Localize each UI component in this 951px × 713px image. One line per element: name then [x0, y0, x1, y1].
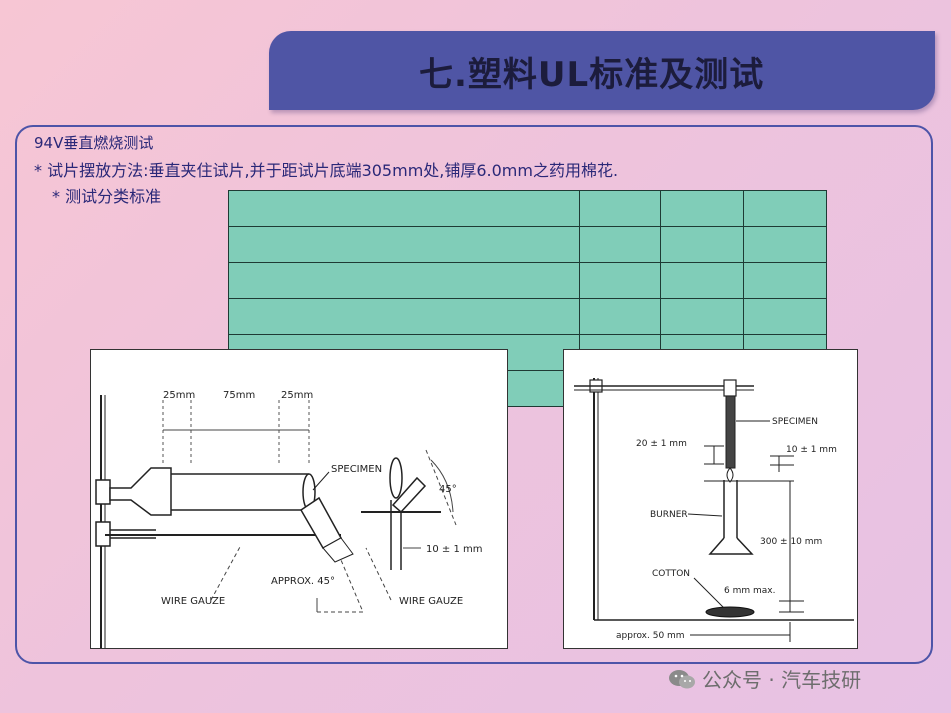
- table-cell: [743, 298, 827, 335]
- table-cell: [660, 190, 744, 227]
- dim-25mm-left: 25mm: [163, 390, 195, 401]
- table-cell: [579, 226, 661, 263]
- tolerance-label-left: 10 ± 1 mm: [426, 544, 482, 555]
- placement-method: * 试片摆放方法:垂直夹住试片,并于距试片底端305mm处,铺厚6.0mm之药用…: [34, 161, 619, 180]
- title-bar: 七.塑料UL标准及测试: [269, 31, 935, 110]
- table-cell: [228, 226, 580, 263]
- table-row: [228, 190, 827, 227]
- table-cell: [660, 262, 744, 299]
- table-cell: [228, 298, 580, 335]
- dim-25mm-right: 25mm: [281, 390, 313, 401]
- table-row: [228, 298, 827, 335]
- table-row: [228, 226, 827, 263]
- vertical-setup-diagram: SPECIMEN 20 ± 1 mm 10 ± 1 mm BURNER 300 …: [563, 349, 858, 649]
- wire-gauze-label-right: WIRE GAUZE: [399, 596, 463, 607]
- table-cell: [743, 226, 827, 263]
- horizontal-setup-diagram: 25mm 75mm 25mm SPECIMEN 45° 10 ± 1 mm WI…: [90, 349, 508, 649]
- burner-label: BURNER: [650, 510, 688, 520]
- specimen-label-right: SPECIMEN: [772, 417, 818, 427]
- dim-300mm-label: 300 ± 10 mm: [760, 537, 822, 547]
- watermark: 公众号 · 汽车技研: [668, 664, 861, 695]
- dim-10mm-label: 10 ± 1 mm: [786, 445, 837, 455]
- table-cell: [579, 298, 661, 335]
- table-cell: [660, 226, 744, 263]
- approx-45-label: APPROX. 45°: [271, 576, 335, 587]
- specimen-label-left: SPECIMEN: [331, 464, 382, 475]
- table-cell: [579, 262, 661, 299]
- table-cell: [228, 262, 580, 299]
- table-row: [228, 262, 827, 299]
- content-frame: [15, 125, 933, 664]
- table-cell: [660, 298, 744, 335]
- table-cell: [743, 262, 827, 299]
- slide-title: 七.塑料UL标准及测试: [419, 55, 765, 95]
- dim-20mm-label: 20 ± 1 mm: [636, 439, 687, 449]
- test-heading: 94V垂直燃烧测试: [34, 134, 154, 152]
- table-cell: [228, 190, 580, 227]
- wechat-icon: [668, 668, 696, 695]
- watermark-text: 公众号 · 汽车技研: [702, 668, 862, 692]
- cotton-thickness-label: 6 mm max.: [724, 586, 775, 596]
- wire-gauze-label-left: WIRE GAUZE: [161, 596, 225, 607]
- table-cell: [579, 190, 661, 227]
- dim-75mm: 75mm: [223, 390, 255, 401]
- classification-heading: * 测试分类标准: [52, 187, 162, 206]
- approx-50mm-label: approx. 50 mm: [616, 631, 685, 641]
- angle-45-label: 45°: [439, 484, 457, 495]
- cotton-label: COTTON: [652, 569, 690, 579]
- table-cell: [743, 190, 827, 227]
